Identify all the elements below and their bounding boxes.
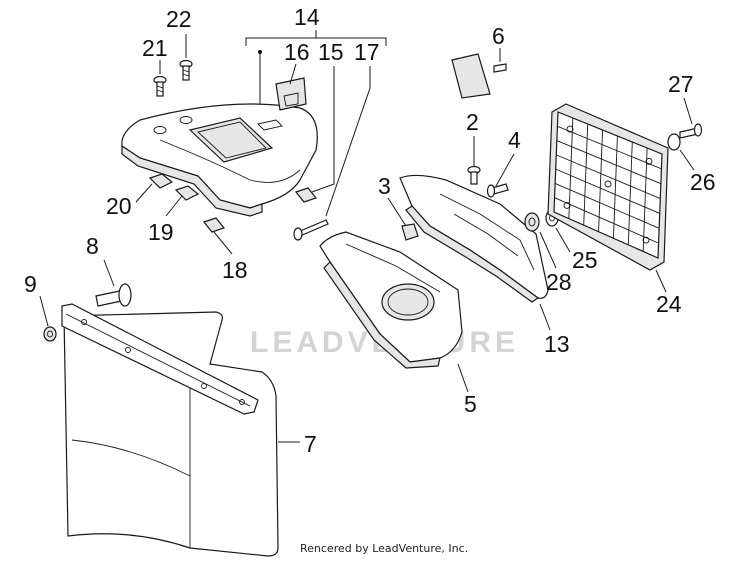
callout-21: 21 (142, 35, 168, 61)
callout-17: 17 (354, 39, 380, 65)
callout-16: 16 (284, 39, 310, 65)
callout-28: 28 (546, 269, 572, 295)
callout-18: 18 (222, 257, 248, 283)
part-14-cover-assembly[interactable] (121, 103, 318, 217)
part-9-nut[interactable] (43, 326, 57, 342)
part-21-screw[interactable] (153, 75, 167, 97)
callout-6: 6 (492, 23, 505, 49)
part-6-bracket[interactable] (451, 53, 507, 99)
part-17-pin[interactable] (293, 219, 329, 241)
callout-24: 24 (656, 291, 682, 317)
part-20-clip[interactable] (148, 173, 174, 189)
mounting-rail (61, 303, 259, 415)
leader-lines (39, 30, 695, 443)
callout-27: 27 (668, 71, 694, 97)
plate-grid (554, 117, 662, 252)
part-8-bolt[interactable] (95, 283, 132, 307)
callout-9: 9 (24, 271, 37, 297)
part-15-clip[interactable] (294, 187, 318, 203)
part-3-nut[interactable] (401, 223, 419, 241)
part-19-clip[interactable] (174, 185, 200, 201)
callout-2: 2 (466, 109, 479, 135)
part-13-side-shield[interactable] (399, 174, 549, 303)
part-16-plate[interactable] (275, 77, 307, 111)
part-22-screw[interactable] (179, 59, 193, 81)
part-5-lower-shield[interactable] (319, 231, 463, 369)
callout-14: 14 (294, 4, 320, 30)
part-28-nut[interactable] (524, 212, 540, 232)
part-18-clip[interactable] (202, 217, 226, 233)
callout-22: 22 (166, 6, 192, 32)
callout-26: 26 (690, 169, 716, 195)
callout-25: 25 (572, 247, 598, 273)
footer-credit: Rencered by LeadVenture, Inc. (300, 542, 468, 555)
callout-20: 20 (106, 193, 132, 219)
callout-13: 13 (544, 331, 570, 357)
callout-3: 3 (378, 173, 391, 199)
part-7-mud-flap[interactable] (63, 311, 279, 557)
part-26-washer[interactable] (667, 133, 681, 151)
callout-labels: 14 16 15 17 21 22 20 19 18 8 9 7 3 2 4 6… (24, 4, 716, 457)
callout-5: 5 (464, 391, 477, 417)
part-24-mounting-plate[interactable] (547, 103, 669, 271)
part-27-screw[interactable] (679, 123, 703, 139)
callout-15: 15 (318, 39, 344, 65)
callout-8: 8 (86, 233, 99, 259)
callout-7: 7 (304, 431, 317, 457)
part-2-screw[interactable] (467, 165, 481, 185)
callout-4: 4 (508, 127, 521, 153)
callout-19: 19 (148, 219, 174, 245)
part-4-screw[interactable] (486, 183, 509, 198)
